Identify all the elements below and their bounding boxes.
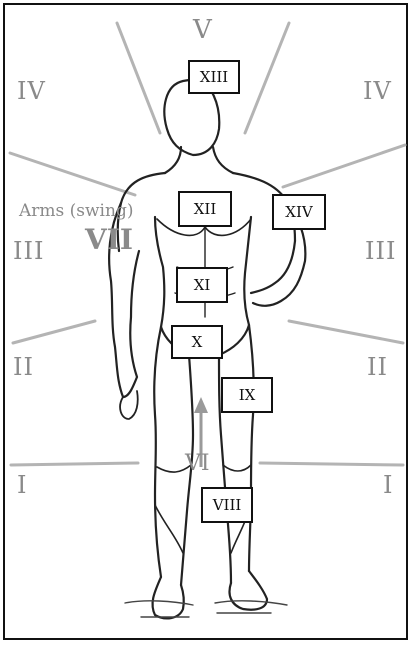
label-left-ii: II bbox=[13, 353, 34, 381]
zone-box-thigh: IX bbox=[221, 377, 273, 413]
direction-line-right-i bbox=[258, 461, 405, 467]
body-figure-drawing bbox=[8, 21, 407, 620]
direction-line-right-iv bbox=[243, 21, 291, 135]
arms-swing-label: Arms (swing) bbox=[19, 201, 134, 221]
label-right-iii: III bbox=[365, 237, 397, 265]
arms-numeral-label: VII bbox=[85, 223, 133, 256]
zone-box-chest: XII bbox=[178, 191, 232, 227]
label-right-i: I bbox=[383, 471, 394, 499]
arrow-label-vi: VI bbox=[185, 451, 210, 476]
direction-line-right-ii bbox=[287, 319, 405, 345]
label-right-ii: II bbox=[367, 353, 388, 381]
direction-line-left-iii bbox=[8, 151, 137, 197]
left-arm-outline bbox=[108, 201, 141, 399]
label-left-iii: III bbox=[13, 237, 45, 265]
right-leg-outline bbox=[217, 323, 255, 585]
zone-box-arm: XIV bbox=[272, 194, 326, 230]
zone-box-groin: X bbox=[171, 325, 223, 359]
left-leg-outline bbox=[153, 325, 195, 587]
direction-line-left-i bbox=[9, 461, 140, 467]
direction-line-left-iv bbox=[115, 21, 162, 135]
diagram-frame: V IV III II I IV III II I Arms (swing) V… bbox=[3, 3, 408, 640]
label-left-iv: IV bbox=[17, 77, 46, 105]
label-right-iv: IV bbox=[363, 77, 392, 105]
head-outline bbox=[163, 77, 221, 157]
neck-outline bbox=[163, 145, 235, 175]
zone-box-abdomen: XI bbox=[176, 267, 228, 303]
label-left-i: I bbox=[17, 471, 28, 499]
direction-line-left-ii bbox=[11, 319, 97, 345]
direction-line-right-iii bbox=[281, 143, 407, 189]
zone-box-head: XIII bbox=[188, 60, 240, 94]
label-top-v: V bbox=[193, 15, 213, 45]
upward-arrow bbox=[194, 397, 208, 467]
zone-box-lower-leg: VIII bbox=[201, 487, 253, 523]
